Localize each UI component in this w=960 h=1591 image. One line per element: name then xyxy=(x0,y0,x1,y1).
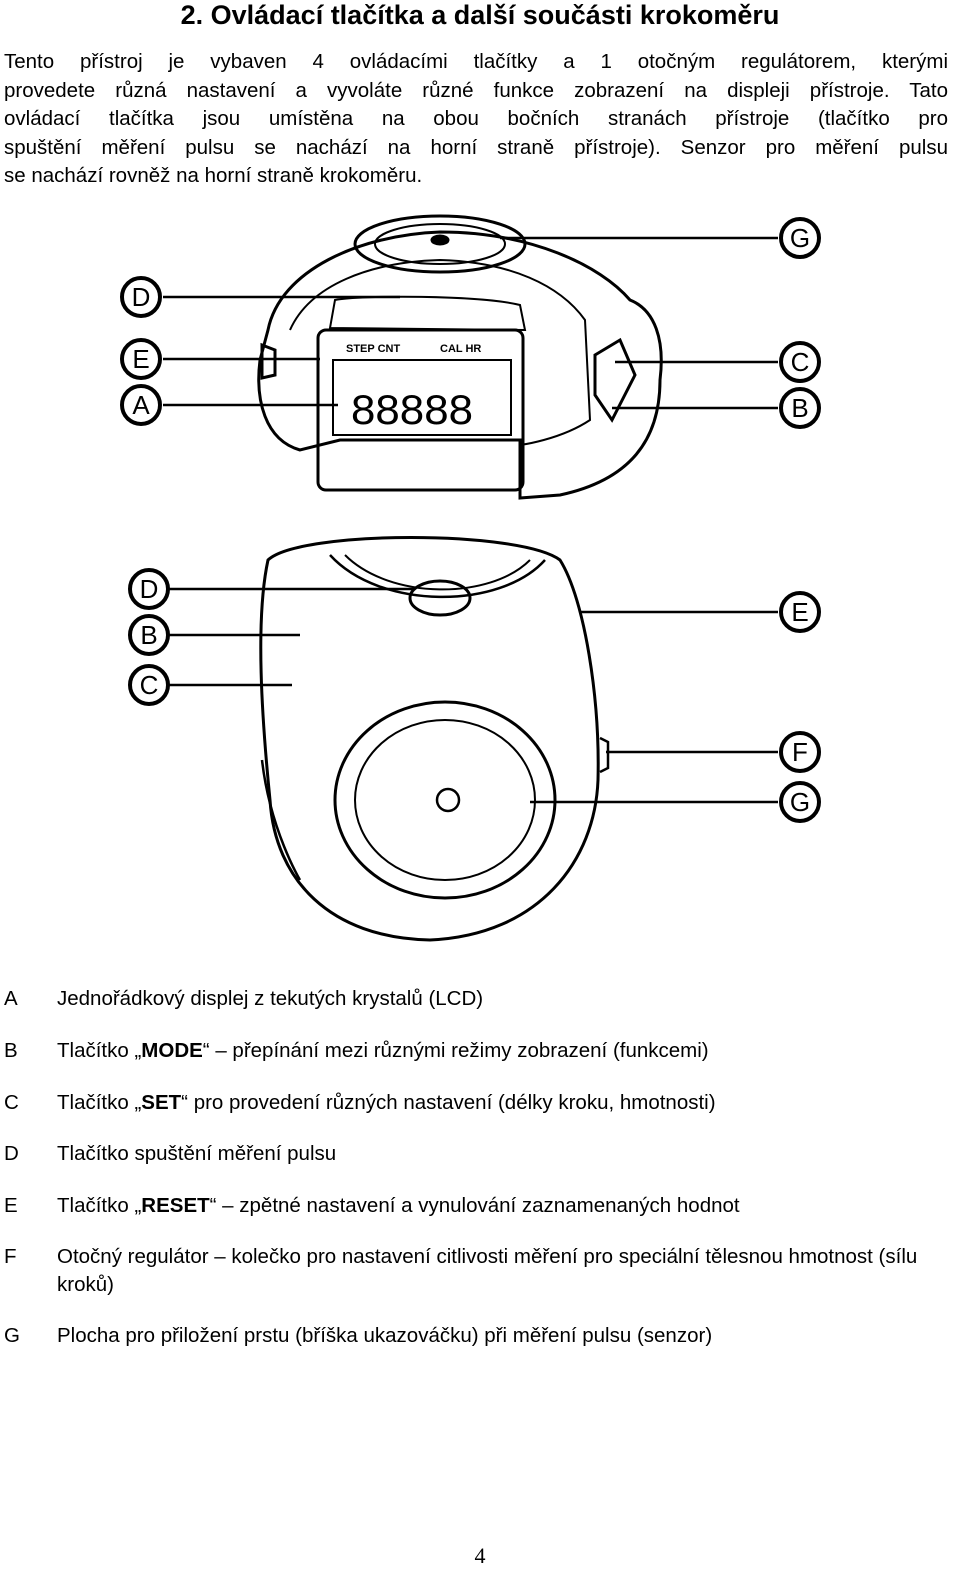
callout-letter: E xyxy=(791,597,808,627)
callout-badge-c: C xyxy=(128,664,170,706)
top-sensor-dot xyxy=(430,234,450,246)
side-button-right xyxy=(593,337,637,423)
intro-line: provedete různá nastavení a vyvoláte růz… xyxy=(4,78,948,102)
legend-description: Tlačítko spuštění měření pulsu xyxy=(57,1142,337,1165)
callout-letter: C xyxy=(791,347,810,377)
callout-letter: C xyxy=(140,670,159,700)
legend-description: Tlačítko „RESET“ – zpětné nastavení a vy… xyxy=(57,1194,740,1217)
callout-letter: B xyxy=(791,393,808,423)
side-button-left xyxy=(260,342,277,380)
top-view-body-outline xyxy=(257,230,663,500)
callout-letter: G xyxy=(790,223,810,253)
legend-description: Jednořádkový displej z tekutých krystalů… xyxy=(57,987,484,1010)
lcd-frame xyxy=(316,328,525,492)
callout-badge-g: G xyxy=(779,781,821,823)
top-view-inner-outline xyxy=(289,258,592,446)
callout-badge-d: D xyxy=(120,276,162,318)
legend-key: D xyxy=(4,1142,19,1165)
pedometer-top-view xyxy=(257,214,663,500)
intro-paragraph: Tento přístroj je vybaven 4 ovládacími t… xyxy=(4,48,948,191)
callout-badge-b: B xyxy=(128,614,170,656)
callout-badge-g: G xyxy=(779,217,821,259)
legend-key: F xyxy=(4,1245,17,1268)
top-sensor-pad xyxy=(353,214,527,274)
side-sensor-ring-inner xyxy=(354,719,536,881)
pedometer-figure: STEP CNT CAL HR 88888 D E A G xyxy=(120,214,821,942)
side-sensor-ring xyxy=(333,700,557,900)
intro-line: Tento přístroj je vybaven 4 ovládacími t… xyxy=(4,50,948,73)
callout-badge-c: C xyxy=(779,341,821,383)
callout-badge-f: F xyxy=(779,731,821,773)
legend-key: C xyxy=(4,1091,19,1114)
legend-key: E xyxy=(4,1194,18,1217)
top-sensor-inner xyxy=(374,223,506,265)
pulse-button-side xyxy=(408,579,472,617)
pedometer-side-view xyxy=(259,536,610,942)
callout-letter: A xyxy=(132,390,150,420)
lcd-screen xyxy=(332,359,512,436)
side-view-body-outline xyxy=(259,536,600,942)
callout-letter: F xyxy=(792,737,808,767)
lcd-label-right: CAL HR xyxy=(440,343,481,355)
callout-letter: B xyxy=(140,620,157,650)
legend-key: A xyxy=(4,987,18,1010)
pulse-button-top xyxy=(328,295,527,332)
section-heading: 2. Ovládací tlačítka a další součásti kr… xyxy=(180,0,780,30)
legend-description: Tlačítko „MODE“ – přepínání mezi různými… xyxy=(57,1039,709,1062)
page-number: 4 xyxy=(474,1543,486,1568)
callout-badge-a: A xyxy=(120,384,162,426)
callout-badge-d: D xyxy=(128,568,170,610)
callout-letter: E xyxy=(132,344,149,374)
legend-key: B xyxy=(4,1039,18,1062)
dial-wheel xyxy=(599,736,610,774)
callout-badge-e: E xyxy=(779,591,821,633)
intro-line: ovládací tlačítka jsou umístěna na obou … xyxy=(4,107,948,130)
lcd-digits: 88888 xyxy=(350,388,472,438)
callout-letter: D xyxy=(140,574,159,604)
callout-letter: G xyxy=(790,787,810,817)
callout-letter: D xyxy=(132,282,151,312)
side-sensor-dot xyxy=(435,787,461,813)
intro-line: spuštění měření pulsu se nachází na horn… xyxy=(4,135,948,159)
side-view-clip-inner xyxy=(344,554,531,591)
legend-description: Otočný regulátor – kolečko pro nastavení… xyxy=(57,1245,918,1296)
side-view-callouts xyxy=(169,587,778,804)
top-view-callouts xyxy=(163,236,778,410)
callout-badge-e: E xyxy=(120,338,162,380)
callout-badge-b: B xyxy=(779,387,821,429)
legend-key: G xyxy=(4,1324,20,1347)
legend-description: Plocha pro přiložení prstu (bříška ukazo… xyxy=(57,1324,713,1347)
intro-line: se nachází rovněž na horní straně krokom… xyxy=(4,164,423,187)
lcd-label-left: STEP CNT xyxy=(346,343,400,355)
side-view-clip xyxy=(329,554,546,599)
legend-description: Tlačítko „SET“ pro provedení různých nas… xyxy=(57,1091,716,1114)
side-view-strap xyxy=(260,759,302,881)
